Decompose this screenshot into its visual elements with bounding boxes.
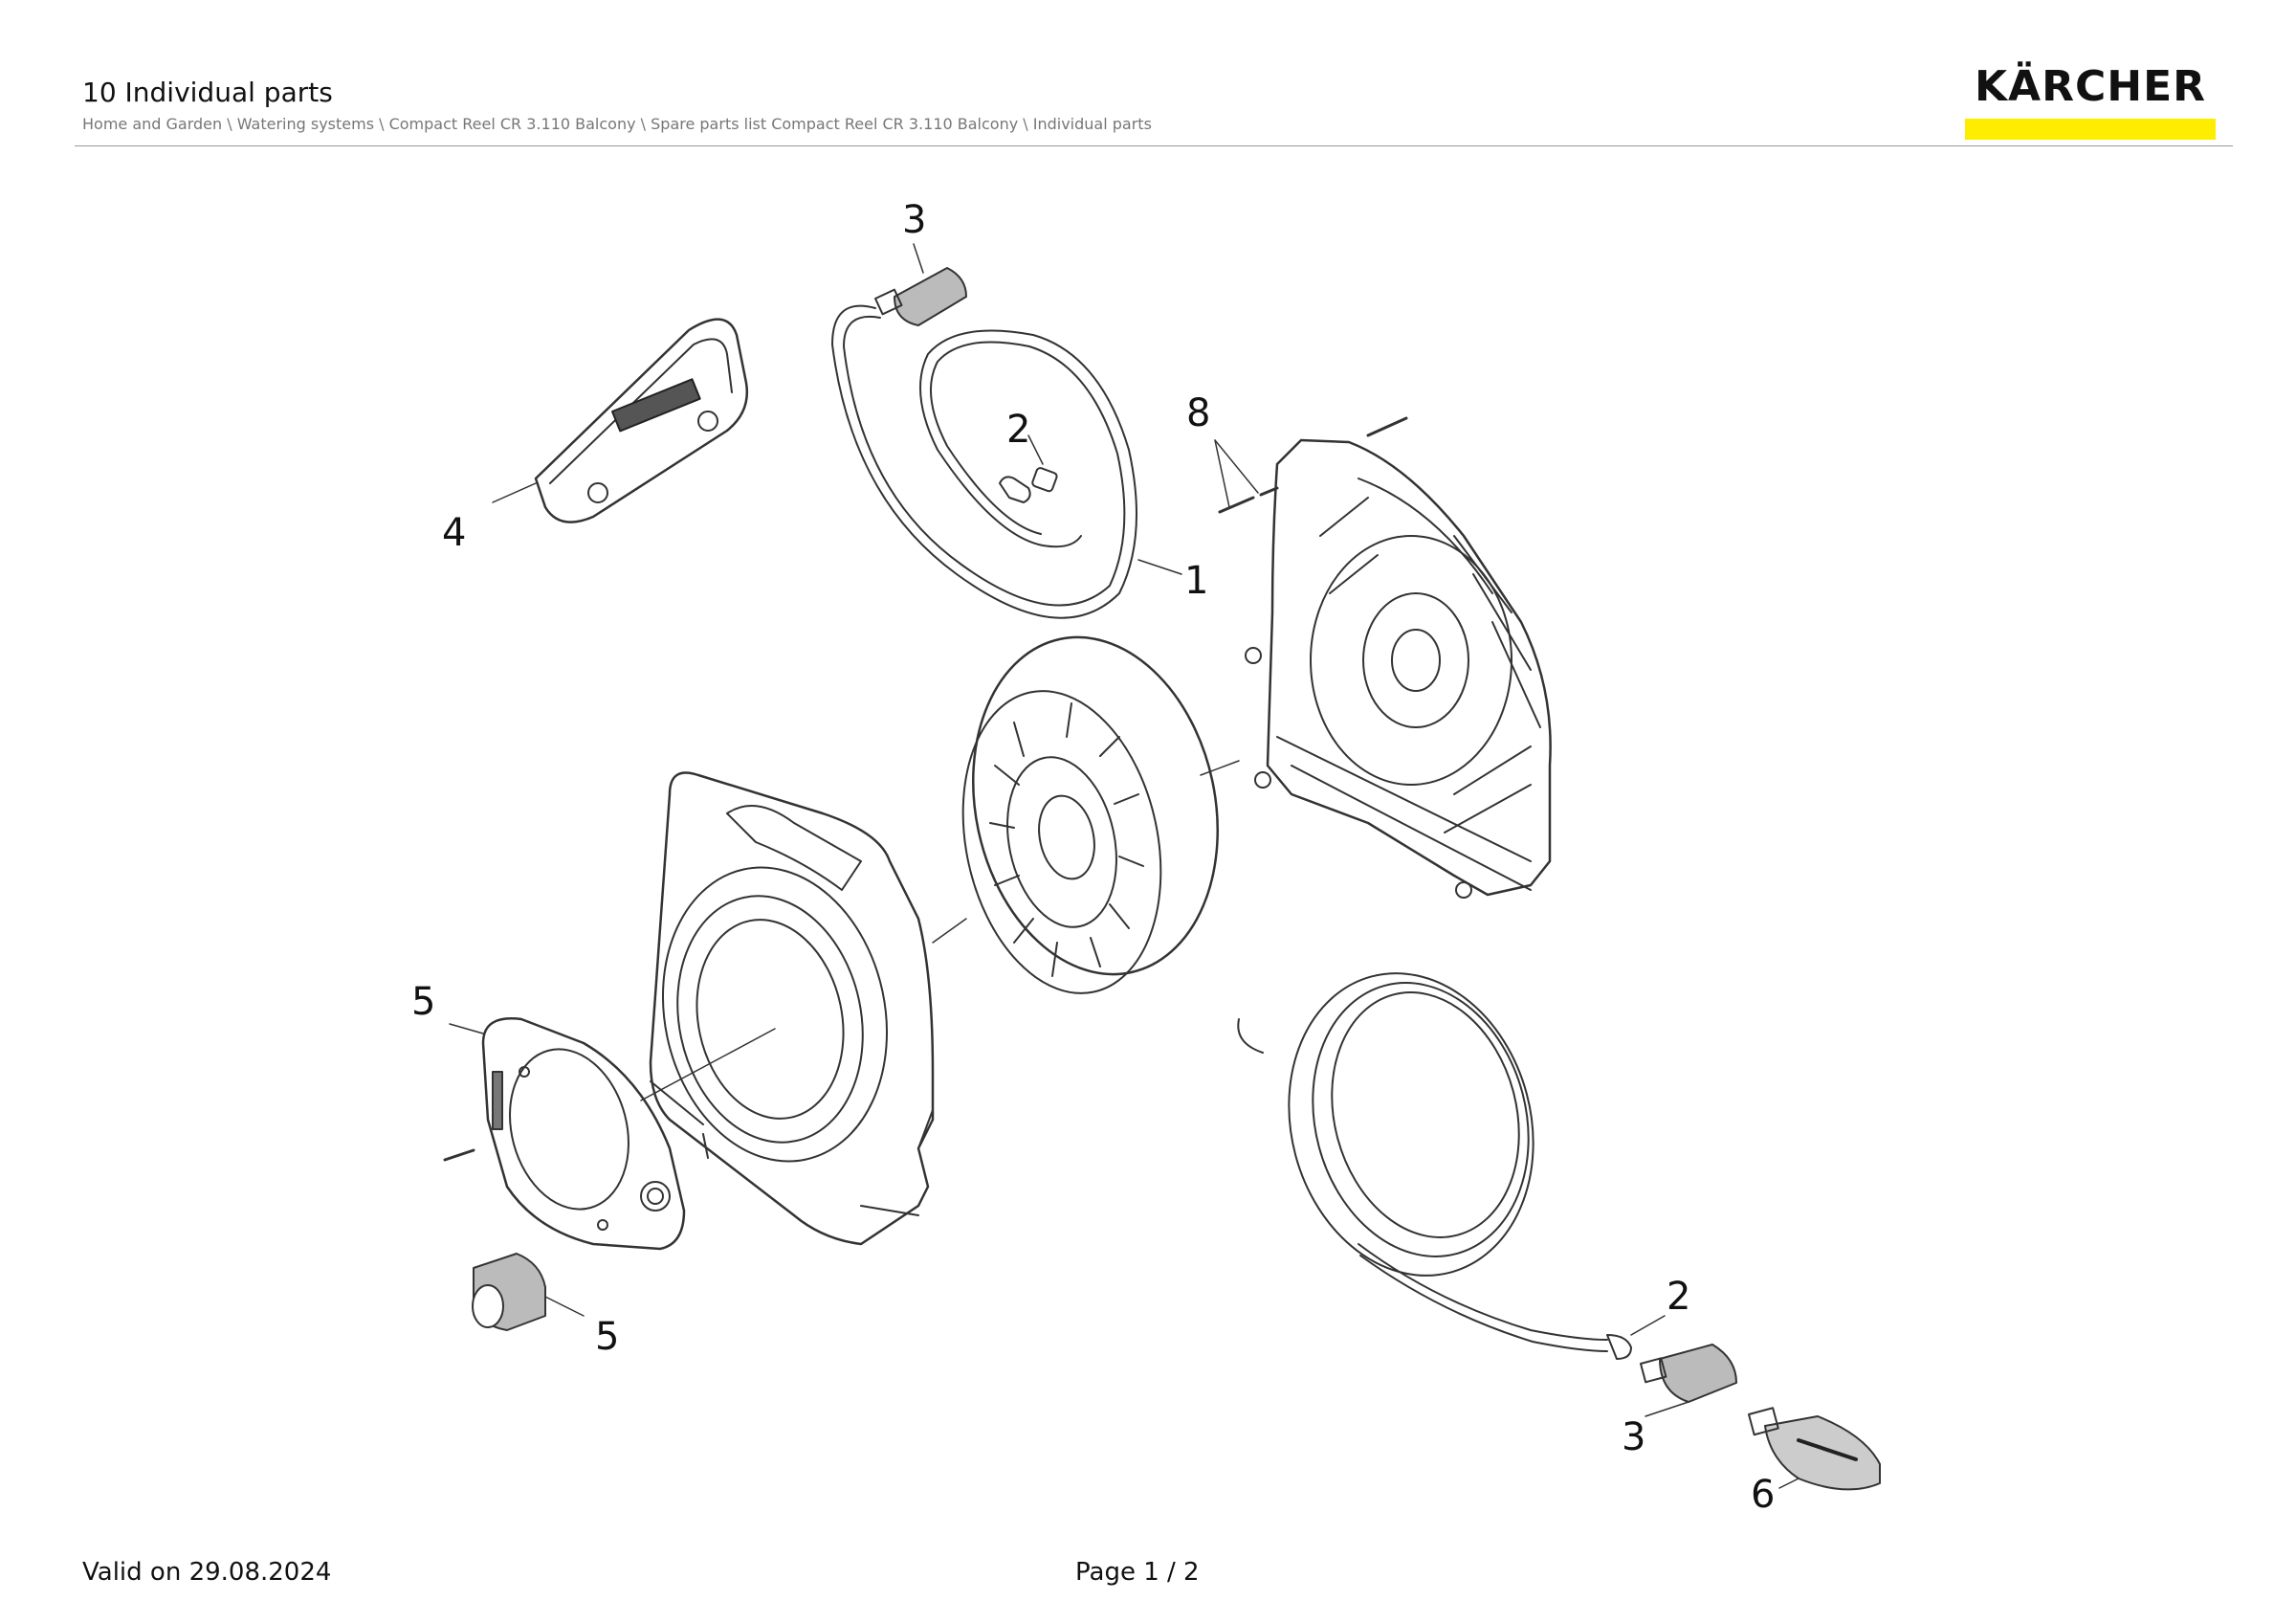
callout-3-bottom: 3 [1622,1415,1645,1459]
page-title: 10 Individual parts [82,77,333,108]
crank-knob-part [472,1253,585,1331]
callout-2-bottom: 2 [1667,1275,1690,1319]
spray-nozzle-part [1748,1407,1881,1491]
short-hose-part [831,304,1182,619]
callout-4: 4 [442,511,466,555]
callout-8: 8 [1186,391,1210,435]
front-cover-part [492,318,749,523]
header-divider [75,145,2233,146]
callout-1: 1 [1184,559,1208,603]
karcher-logo: KÄRCHER [1965,65,2216,140]
callout-3-top: 3 [902,198,926,242]
coupling-top-part [874,243,967,326]
front-housing-part [640,771,935,1246]
callout-5-bottom: 5 [595,1315,619,1359]
logo-yellow-bar [1965,119,2216,140]
page-header: 10 Individual parts Home and Garden \ Wa… [82,77,1152,134]
long-hose-part [1237,972,1608,1352]
page-number: Page 1 / 2 [1075,1558,1200,1587]
screws-part [1214,416,1408,514]
callout-6: 6 [1751,1473,1775,1517]
hose-drum-part [932,635,1240,994]
rear-housing-part [1245,438,1552,899]
callout-5-top: 5 [411,980,435,1024]
hose-clip-bottom-part [1606,1315,1666,1360]
side-cap-part [443,1017,686,1251]
hose-clip-top-part [999,434,1058,503]
breadcrumb: Home and Garden \ Watering systems \ Com… [82,115,1152,133]
coupling-bottom-part [1639,1344,1737,1417]
callout-2-top: 2 [1006,408,1030,452]
valid-date: Valid on 29.08.2024 [82,1558,332,1587]
logo-wordmark: KÄRCHER [1974,62,2207,111]
callout-labels: 3 2 8 4 1 5 5 2 3 6 [411,198,1775,1517]
